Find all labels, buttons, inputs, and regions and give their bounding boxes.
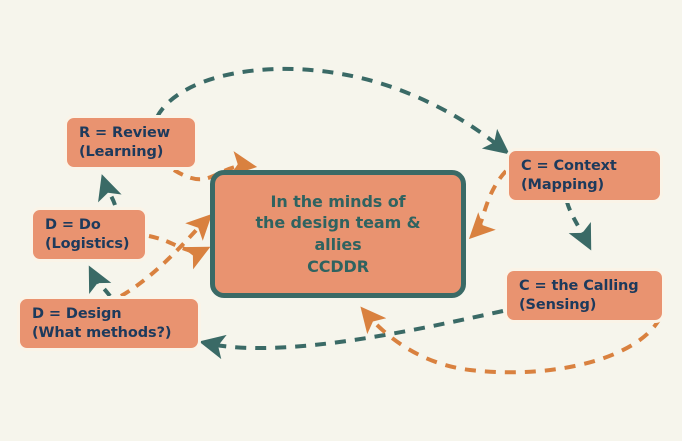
node-context-line2: (Mapping) (521, 176, 604, 193)
node-design-line2: (What methods?) (32, 324, 172, 341)
node-review[interactable]: R = Review (Learning) (64, 115, 198, 170)
node-review-line1: R = Review (79, 124, 171, 141)
connector-calling-to-center (360, 306, 662, 375)
connector-design-to-do (88, 265, 112, 298)
connector-do-to-review (98, 174, 122, 206)
connector-review-to-center (172, 151, 258, 182)
connector-context-to-center (468, 169, 508, 240)
connector-review-to-context (155, 67, 510, 155)
node-center-design-team[interactable]: In the minds of the design team & allies… (210, 170, 466, 298)
node-do-line1: D = Do (45, 216, 101, 233)
node-center-line4: CCDDR (307, 256, 369, 276)
node-do[interactable]: D = Do (Logistics) (30, 207, 148, 262)
connector-calling-to-design (198, 309, 504, 360)
node-center-line1: In the minds of (270, 191, 406, 211)
node-center-line2: the design team & (255, 213, 421, 233)
connector-context-to-calling (565, 201, 592, 251)
node-design-line1: D = Design (32, 305, 122, 322)
node-review-line2: (Learning) (79, 143, 164, 160)
connector-do-to-center (148, 234, 211, 270)
node-context[interactable]: C = Context (Mapping) (506, 148, 663, 203)
node-calling-line1: C = the Calling (519, 277, 639, 294)
connector-design-to-center (119, 213, 213, 298)
node-do-line2: (Logistics) (45, 235, 130, 252)
node-calling[interactable]: C = the Calling (Sensing) (504, 268, 665, 323)
node-center-line3: allies (314, 235, 362, 254)
node-context-line1: C = Context (521, 157, 617, 174)
node-calling-line2: (Sensing) (519, 296, 597, 313)
node-design[interactable]: D = Design (What methods?) (17, 296, 201, 351)
